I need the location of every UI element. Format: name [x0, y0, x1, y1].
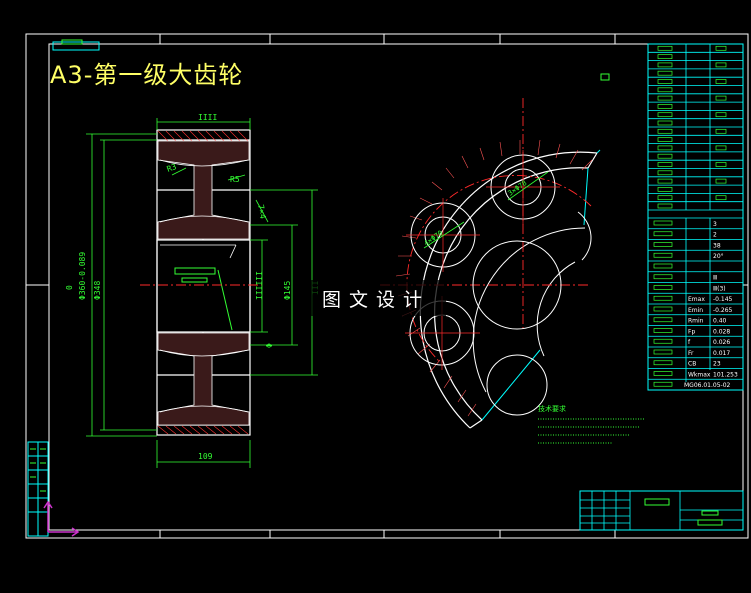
table-upper-value	[715, 112, 727, 118]
table-upper-cell	[657, 112, 673, 118]
table-row-value: 101.253	[713, 371, 738, 378]
table-upper-cell	[657, 45, 673, 51]
code-box-label	[61, 39, 83, 45]
table-upper-cell	[657, 195, 673, 201]
dim-bevel: 7×4	[256, 204, 267, 220]
table-row-value: 3	[713, 221, 717, 228]
table-row-value: Ⅲ	[713, 275, 717, 282]
table-row-label-box	[653, 242, 673, 247]
table-upper-value	[715, 79, 727, 84]
table-upper-cell	[657, 120, 673, 126]
left-side-text	[30, 448, 46, 492]
table-upper-cell	[657, 162, 673, 167]
table-upper-value	[715, 178, 727, 184]
table-row-symbol: f	[688, 339, 691, 346]
table-row-symbol: Emax	[688, 296, 705, 303]
table-upper-cell	[657, 178, 673, 184]
table-upper-value	[715, 95, 727, 101]
table-upper-cell	[657, 87, 673, 93]
table-upper-cell	[657, 70, 673, 76]
table-row-label-box	[653, 360, 673, 366]
table-row-value: -0.265	[713, 307, 733, 314]
table-row-label-box	[653, 349, 673, 355]
table-row-value: 23	[713, 361, 721, 368]
table-row-value: 0.017	[713, 350, 730, 357]
dim-outer-dia: Φ348	[93, 281, 102, 300]
table-upper-value	[715, 162, 727, 167]
code-box	[52, 41, 100, 51]
table-row-symbol: Rmin	[688, 318, 704, 325]
table-upper-cell	[657, 145, 673, 151]
drawing-title: A3-第一级大齿轮	[50, 61, 244, 89]
gear-front-view: 3×Φ78 4×Φ70	[380, 98, 601, 429]
table-row-label-box	[653, 231, 673, 237]
table-upper-value	[715, 195, 727, 201]
table-row-value: -0.145	[713, 296, 733, 303]
table-row-label-box	[653, 274, 673, 280]
technical-notes: 技术要求	[538, 404, 645, 444]
table-row-value: MG06.01.05-02	[684, 382, 731, 389]
table-row-symbol: CB	[688, 361, 696, 368]
table-upper-cell	[657, 187, 673, 192]
rim-hatching	[395, 139, 593, 417]
dim-bore-dia: Φ	[265, 343, 274, 348]
table-row-value: 0.028	[713, 328, 730, 335]
dim-root-dia: Φ360-0.089	[78, 252, 87, 300]
table-row-value: Ⅲ(3)	[713, 285, 726, 292]
watermark: 图文设计	[306, 280, 446, 316]
table-upper-value	[715, 145, 727, 151]
table-row-label-box	[653, 295, 673, 301]
table-upper-cell	[657, 104, 673, 109]
table-upper-cell	[657, 62, 673, 68]
table-row-value: 38	[713, 242, 721, 249]
dim-r5: R5	[230, 175, 240, 184]
marker-box	[600, 73, 610, 81]
left-side-table	[27, 441, 49, 537]
dim-hub-tol: IIIIII	[255, 271, 264, 300]
table-row-symbol: Wkmax	[688, 371, 711, 378]
dim-r3: R3	[166, 162, 178, 174]
table-upper-cell	[657, 137, 673, 142]
table-row-label-box	[653, 220, 673, 226]
table-row-symbol: Fr	[688, 350, 694, 357]
table-row-label-box	[653, 306, 673, 312]
dim-top-mark: IIII	[198, 113, 217, 122]
table-row-value: 0.40	[713, 318, 727, 325]
gear-section-view: 109 IIII Φ360-0.089 Φ348 0 Φ145 Φ R5 R3 …	[65, 113, 320, 468]
notes-title: 技术要求	[538, 404, 566, 413]
table-upper-cell	[657, 203, 673, 209]
table-row-label-box	[653, 328, 673, 333]
table-row-value: 20°	[713, 253, 724, 260]
dim-hub-dia: Φ145	[283, 281, 292, 300]
table-row-label-box	[653, 317, 673, 323]
outer-frame	[25, 33, 749, 539]
table-row-label-box	[653, 371, 673, 376]
table-row-label-box	[653, 338, 673, 344]
table-row-symbol: Emin	[688, 307, 703, 314]
table-upper-cell	[657, 170, 673, 176]
table-upper-cell	[657, 153, 673, 159]
table-row-value: 2	[713, 232, 717, 239]
table-row-label-box	[653, 381, 673, 387]
table-upper-cell	[657, 79, 673, 84]
ucs-icon	[43, 500, 80, 537]
table-upper-value	[715, 62, 727, 68]
table-upper-value	[715, 45, 727, 51]
table-upper-cell	[657, 128, 673, 134]
title-block	[579, 490, 744, 531]
table-row-label-box	[653, 285, 673, 290]
table-row-label-box	[653, 252, 673, 258]
table-upper-cell	[657, 54, 673, 59]
dim-zero: 0	[65, 285, 74, 290]
table-row-symbol: Fp	[688, 328, 695, 335]
dim-face-width: 109	[198, 452, 213, 461]
table-upper-value	[715, 128, 727, 134]
table-upper-cell	[657, 95, 673, 101]
table-row-label-box	[653, 263, 673, 269]
label-hole-dia: 4×Φ70	[423, 229, 445, 248]
table-row-value: 0.026	[713, 339, 730, 346]
frame-ticks	[159, 34, 616, 538]
